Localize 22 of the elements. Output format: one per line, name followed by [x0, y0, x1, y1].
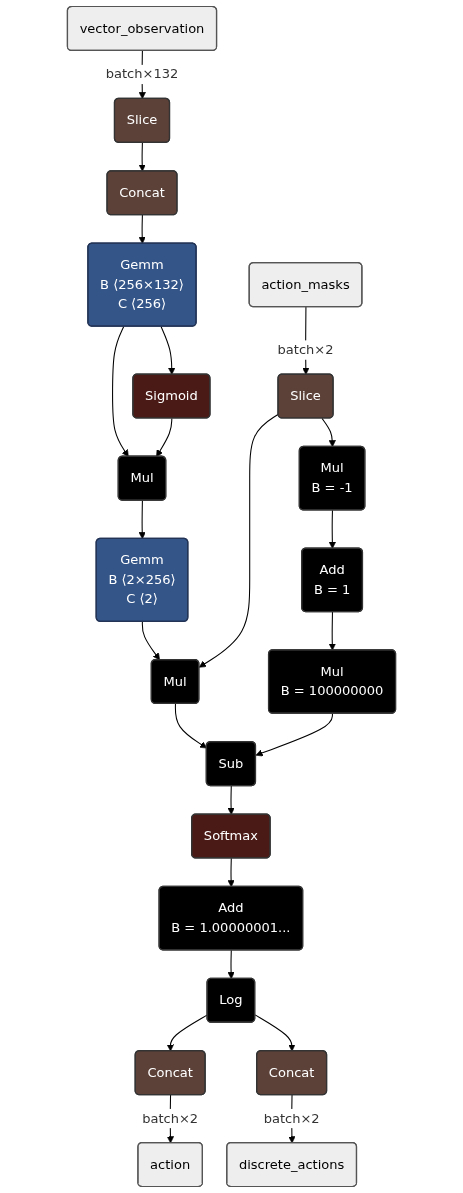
arrow: [138, 500, 146, 540]
arrow: [227, 857, 235, 888]
edge-label: batch×132: [105, 66, 179, 82]
arrow: [174, 703, 208, 749]
arrow: [141, 621, 160, 661]
arrow: [328, 611, 336, 651]
arrow: [198, 413, 279, 668]
arrow: [255, 713, 333, 757]
arrow: [166, 1014, 208, 1052]
arrow: [328, 509, 336, 549]
arrow: [156, 417, 173, 457]
arrow: [138, 214, 146, 244]
arrow: [227, 949, 235, 980]
arrow: [160, 326, 176, 375]
edge-label: batch×2: [142, 1110, 199, 1126]
arrow: [254, 1014, 296, 1052]
edge-label: batch×2: [263, 1110, 320, 1126]
arrow: [227, 785, 235, 815]
edge-label: batch×2: [277, 341, 334, 358]
arrow: [138, 142, 146, 172]
arrow: [112, 326, 129, 457]
arrow: [321, 417, 336, 448]
